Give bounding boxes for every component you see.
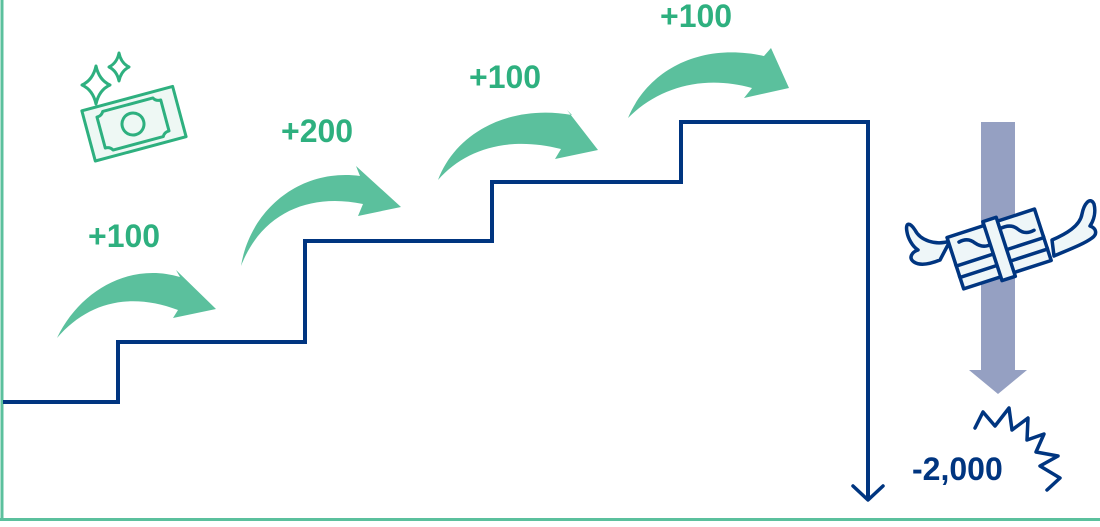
money-with-wings-icon <box>904 199 1098 291</box>
gain-arrow-3 <box>438 110 598 180</box>
gain-arrow-1 <box>57 270 216 338</box>
staircase-line <box>3 120 870 498</box>
gain-arrow-2 <box>241 166 401 266</box>
gain-arrow-4 <box>628 48 789 118</box>
step-gain-label-2: +200 <box>281 113 354 149</box>
step-gain-label-3: +100 <box>469 59 542 95</box>
crash-burst-icon <box>973 406 1062 492</box>
drop-line-arrowhead <box>851 484 885 502</box>
step-gain-label-1: +100 <box>88 218 161 254</box>
sparkling-money-bill-icon <box>80 51 188 163</box>
step-gain-label-4: +100 <box>660 0 733 34</box>
drop-loss-label: -2,000 <box>912 451 1003 487</box>
